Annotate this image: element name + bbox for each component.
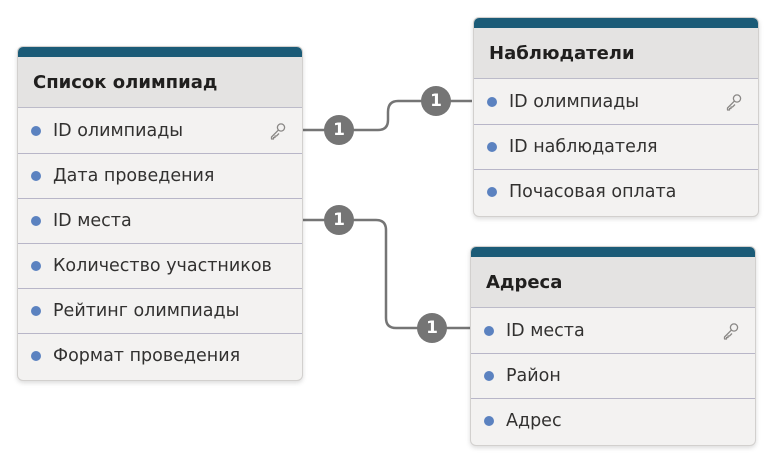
table-addresses[interactable]: Адреса ID места Район Адрес: [470, 246, 756, 446]
table-header-bar: [471, 247, 755, 257]
field-row-observer-id[interactable]: ID наблюдателя: [474, 124, 758, 169]
field-name: Рейтинг олимпиады: [53, 301, 240, 321]
table-header-bar: [18, 47, 302, 57]
table-header-bar: [474, 18, 758, 28]
field-row-district[interactable]: Район: [471, 353, 755, 398]
field-name: Район: [506, 366, 561, 386]
field-row-participants[interactable]: Количество участников: [18, 243, 302, 288]
cardinality-badge-observers-side[interactable]: 1: [421, 86, 451, 116]
field-name: Количество участников: [53, 256, 272, 276]
field-row-address[interactable]: Адрес: [471, 398, 755, 443]
field-dot-icon: [31, 125, 41, 136]
field-name: ID наблюдателя: [509, 137, 658, 157]
field-dot-icon: [484, 325, 494, 336]
field-dot-icon: [31, 306, 41, 316]
field-name: ID места: [506, 320, 585, 341]
key-icon: [726, 93, 742, 111]
field-row-rating[interactable]: Рейтинг олимпиады: [18, 288, 302, 333]
field-dot-icon: [31, 261, 41, 271]
relationship-line-place-addresses: [303, 218, 470, 330]
field-dot-icon: [31, 351, 41, 361]
field-row-date[interactable]: Дата проведения: [18, 153, 302, 198]
field-name: Формат проведения: [53, 346, 241, 366]
cardinality-badge-olympiad-side[interactable]: 1: [324, 115, 354, 145]
table-olympiads[interactable]: Список олимпиад ID олимпиады Дата провед…: [17, 46, 303, 381]
field-row-format[interactable]: Формат проведения: [18, 333, 302, 378]
field-row-olympiad-id[interactable]: ID олимпиады: [474, 79, 758, 124]
field-dot-icon: [484, 371, 494, 381]
field-name: Дата проведения: [53, 166, 215, 186]
key-icon: [270, 122, 286, 140]
field-dot-icon: [487, 142, 497, 152]
field-name: ID олимпиады: [509, 91, 640, 112]
field-row-place-id[interactable]: ID места: [471, 308, 755, 353]
table-title[interactable]: Адреса: [471, 257, 755, 308]
field-name: ID места: [53, 211, 132, 231]
field-row-olympiad-id[interactable]: ID олимпиады: [18, 108, 302, 153]
field-dot-icon: [487, 187, 497, 197]
field-row-hourly-rate[interactable]: Почасовая оплата: [474, 169, 758, 214]
field-dot-icon: [484, 416, 494, 426]
cardinality-badge-addresses-side[interactable]: 1: [417, 313, 447, 343]
field-name: ID олимпиады: [53, 120, 184, 141]
table-title[interactable]: Наблюдатели: [474, 28, 758, 79]
table-observers[interactable]: Наблюдатели ID олимпиады ID наблюдателя …: [473, 17, 759, 217]
cardinality-badge-place-side[interactable]: 1: [324, 205, 354, 235]
field-name: Адрес: [506, 411, 562, 431]
key-icon: [723, 322, 739, 340]
field-dot-icon: [31, 216, 41, 226]
field-dot-icon: [31, 171, 41, 181]
field-dot-icon: [487, 96, 497, 107]
field-row-place-id[interactable]: ID места: [18, 198, 302, 243]
table-title[interactable]: Список олимпиад: [18, 57, 302, 108]
field-name: Почасовая оплата: [509, 182, 677, 202]
